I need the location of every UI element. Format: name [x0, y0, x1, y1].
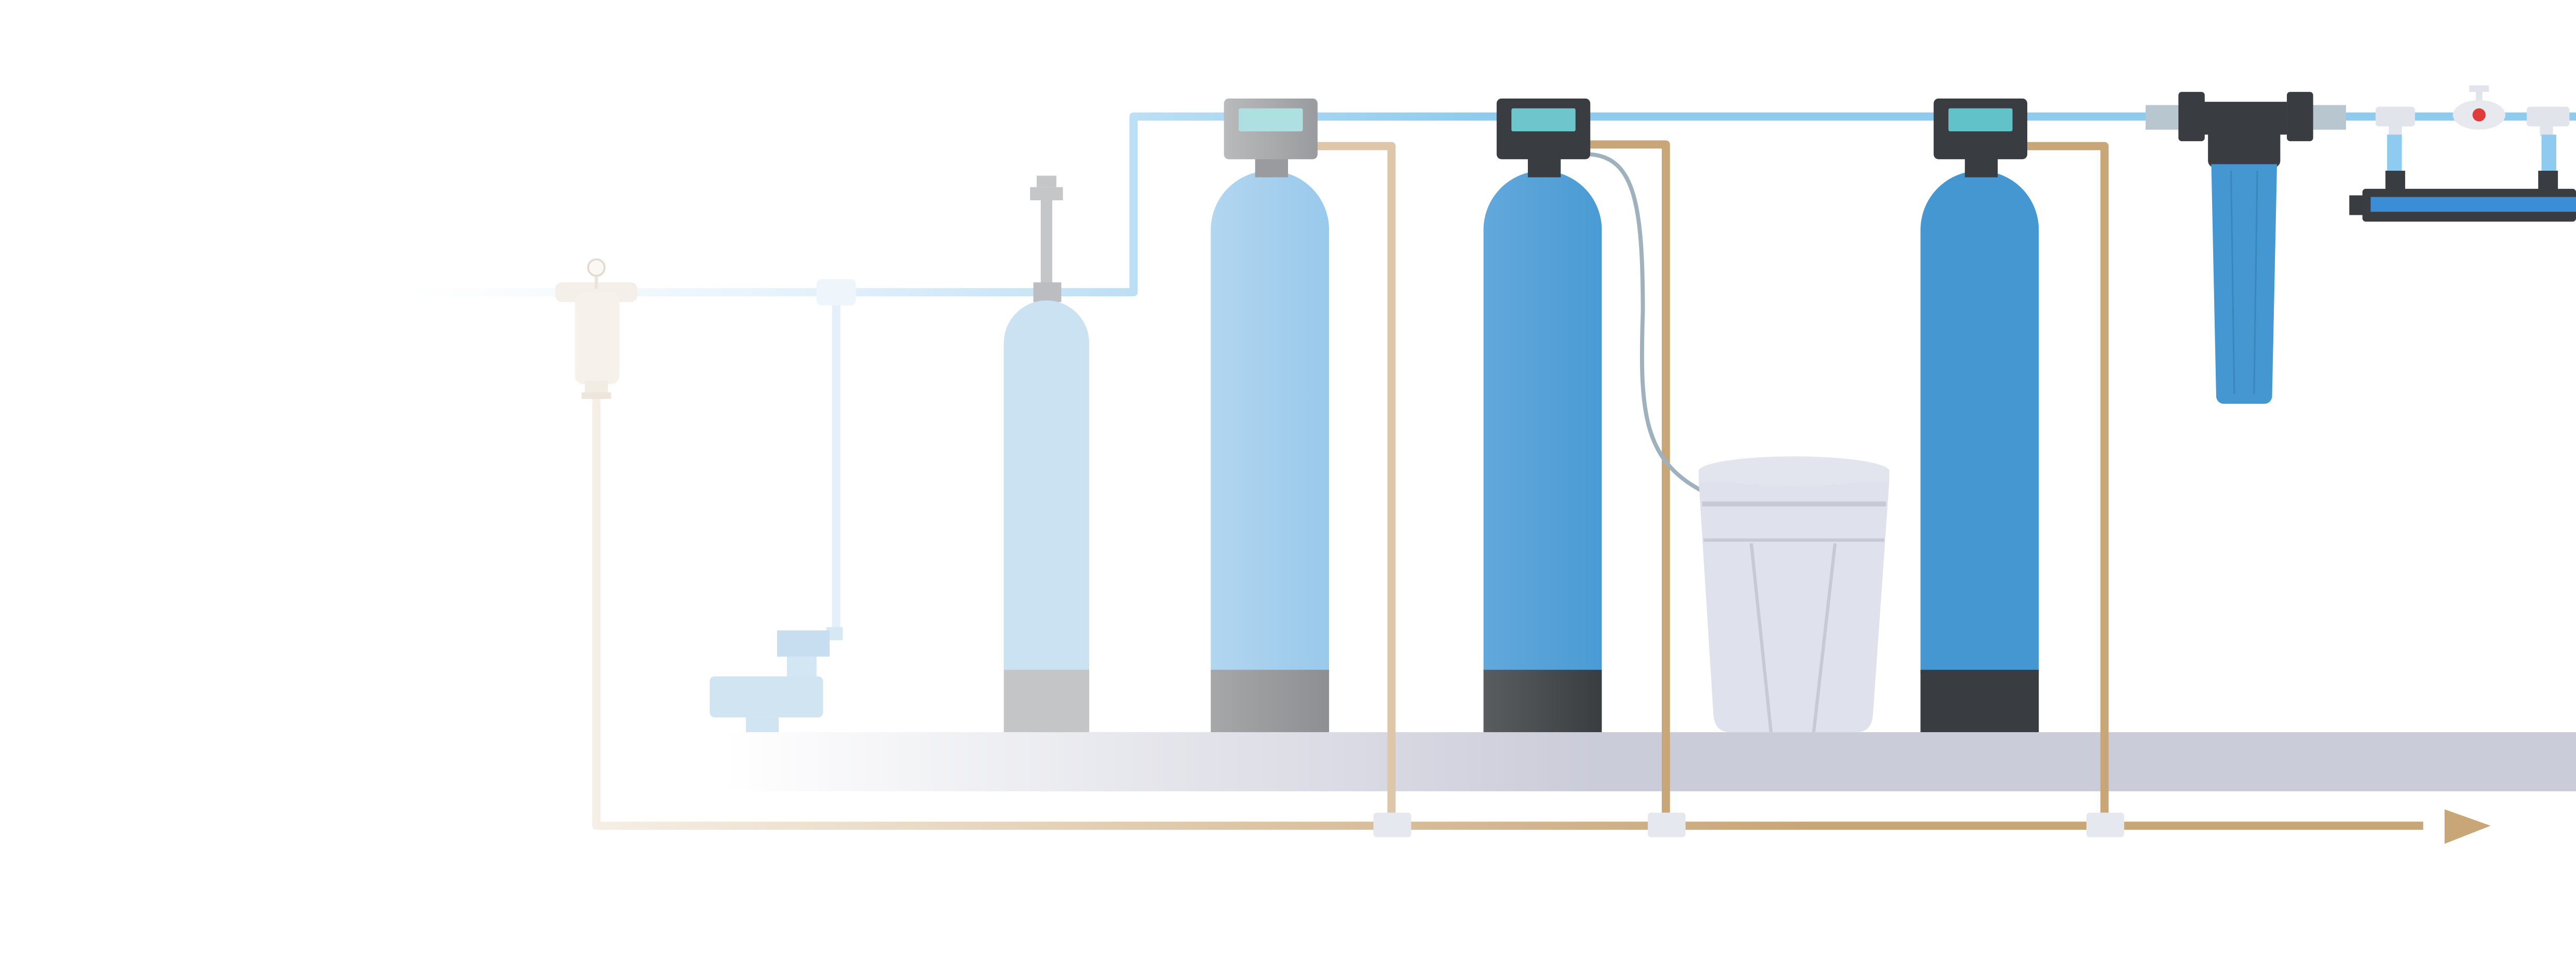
gauge-icon: [587, 258, 606, 277]
uv-sterilizer: [2349, 134, 2576, 222]
valve-indicator: [2472, 108, 2486, 122]
arrow-right-icon: [2444, 809, 2491, 844]
brine-hose: [1590, 152, 1703, 493]
carbon-filter-tank: [1920, 98, 2039, 733]
sediment-prefilter: [555, 258, 638, 399]
floor: [394, 732, 2576, 791]
oxidation-filter-tank: [1211, 98, 1330, 733]
drain-line-carbon: [2024, 142, 2109, 826]
controller-display: [1511, 108, 1576, 132]
controller-display: [1239, 108, 1303, 132]
softener-tank: [1483, 98, 1602, 733]
air-injection-tank: [1004, 175, 1090, 733]
valve-icon: [1030, 187, 1063, 200]
drain-line-oxidation: [1314, 142, 1396, 826]
controller-display: [1948, 108, 2013, 132]
cartridge-filter: [2145, 92, 2346, 404]
supply-pipe: [411, 112, 2576, 297]
drain-line-softener: [1585, 140, 1670, 826]
brine-tank: [1699, 456, 1890, 733]
pump-icon: [777, 630, 830, 657]
drain-pipe: [592, 394, 2423, 830]
shutoff-valve: [2375, 85, 2570, 136]
drain-tee-fittings: [1373, 813, 2124, 837]
injection-pump: [710, 279, 856, 733]
uv-lamp-icon: [2370, 197, 2576, 212]
